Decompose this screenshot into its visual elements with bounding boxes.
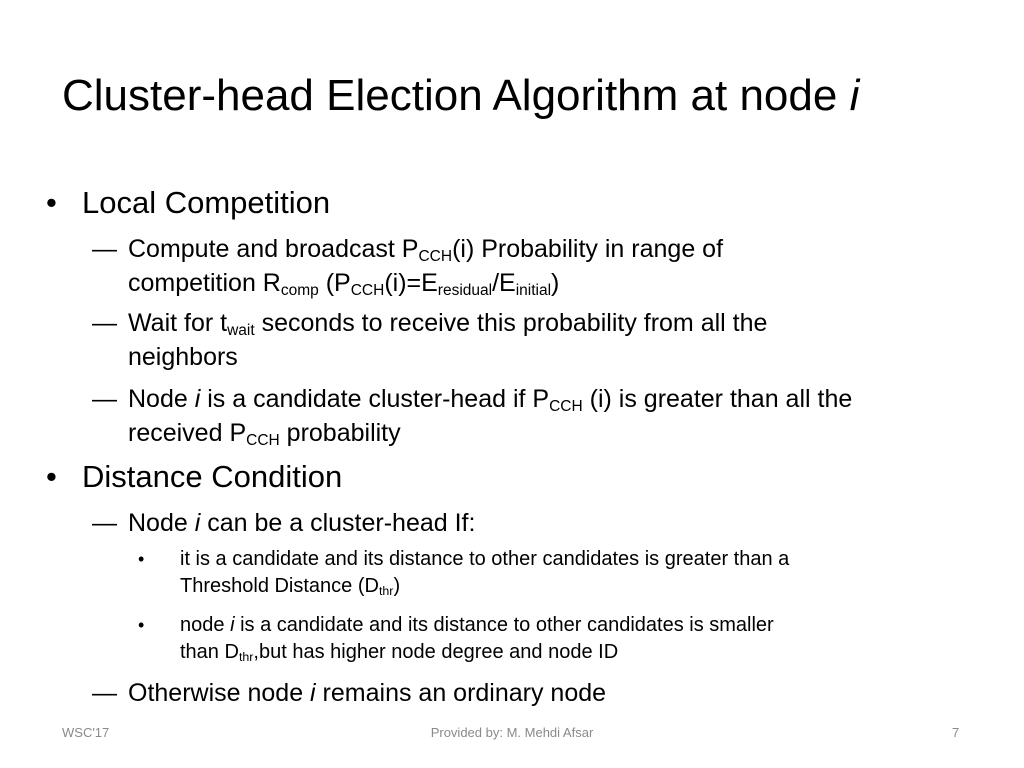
- line-2: than Dthr,but has higher node degree and…: [180, 641, 619, 665]
- bullet-text: Distance Condition: [82, 459, 343, 494]
- bullet-local-competition: • Local Competition: [46, 185, 962, 221]
- line-2: received PCCH probability: [128, 419, 401, 449]
- dash-marker: —: [92, 509, 117, 537]
- line-1: Otherwise node i remains an ordinary nod…: [128, 679, 607, 707]
- sub-bullet-marker: •: [138, 549, 145, 569]
- line-1: node i is a candidate and its distance t…: [180, 614, 774, 636]
- line-2: Threshold Distance (Dthr): [180, 575, 401, 599]
- slide-title: Cluster-head Election Algorithm at node …: [62, 71, 860, 120]
- sub-sub-bullet-greater: • it is a candidate and its distance to …: [138, 546, 970, 600]
- bullet-marker: •: [46, 185, 57, 220]
- line-1: Wait for twait seconds to receive this p…: [128, 309, 768, 339]
- line-2: competition Rcomp (PCCH(i)=Eresidual/Ein…: [128, 269, 560, 299]
- sub-bullet-wait: — Wait for twait seconds to receive this…: [92, 306, 968, 374]
- bullet-text: Local Competition: [82, 185, 331, 220]
- bullet-distance-condition: • Distance Condition: [46, 459, 962, 495]
- dash-marker: —: [92, 679, 117, 707]
- line-2: neighbors: [128, 343, 238, 371]
- sub-bullet-marker: •: [138, 615, 145, 635]
- dash-marker: —: [92, 235, 117, 263]
- line-1: Node i can be a cluster-head If:: [128, 509, 476, 537]
- sub-sub-bullet-smaller: • node i is a candidate and its distance…: [138, 612, 970, 666]
- dash-marker: —: [92, 385, 117, 413]
- sub-bullet-candidate: — Node i is a candidate cluster-head if …: [92, 382, 968, 450]
- sub-bullet-otherwise: — Otherwise node i remains an ordinary n…: [92, 676, 968, 710]
- dash-marker: —: [92, 309, 117, 337]
- footer-center: Provided by: M. Mehdi Afsar: [430, 725, 594, 740]
- line-1: Compute and broadcast PCCH(i) Probabilit…: [128, 235, 724, 265]
- bullet-marker: •: [46, 459, 57, 494]
- slide-number: 7: [952, 725, 960, 740]
- line-1: Node i is a candidate cluster-head if PC…: [128, 385, 853, 415]
- sub-bullet-can-be-head: — Node i can be a cluster-head If:: [92, 506, 968, 540]
- title-variable: i: [849, 71, 860, 120]
- line-1: it is a candidate and its distance to ot…: [180, 548, 790, 570]
- footer-left: WSC'17: [62, 725, 110, 740]
- sub-bullet-compute: — Compute and broadcast PCCH(i) Probabil…: [92, 232, 968, 300]
